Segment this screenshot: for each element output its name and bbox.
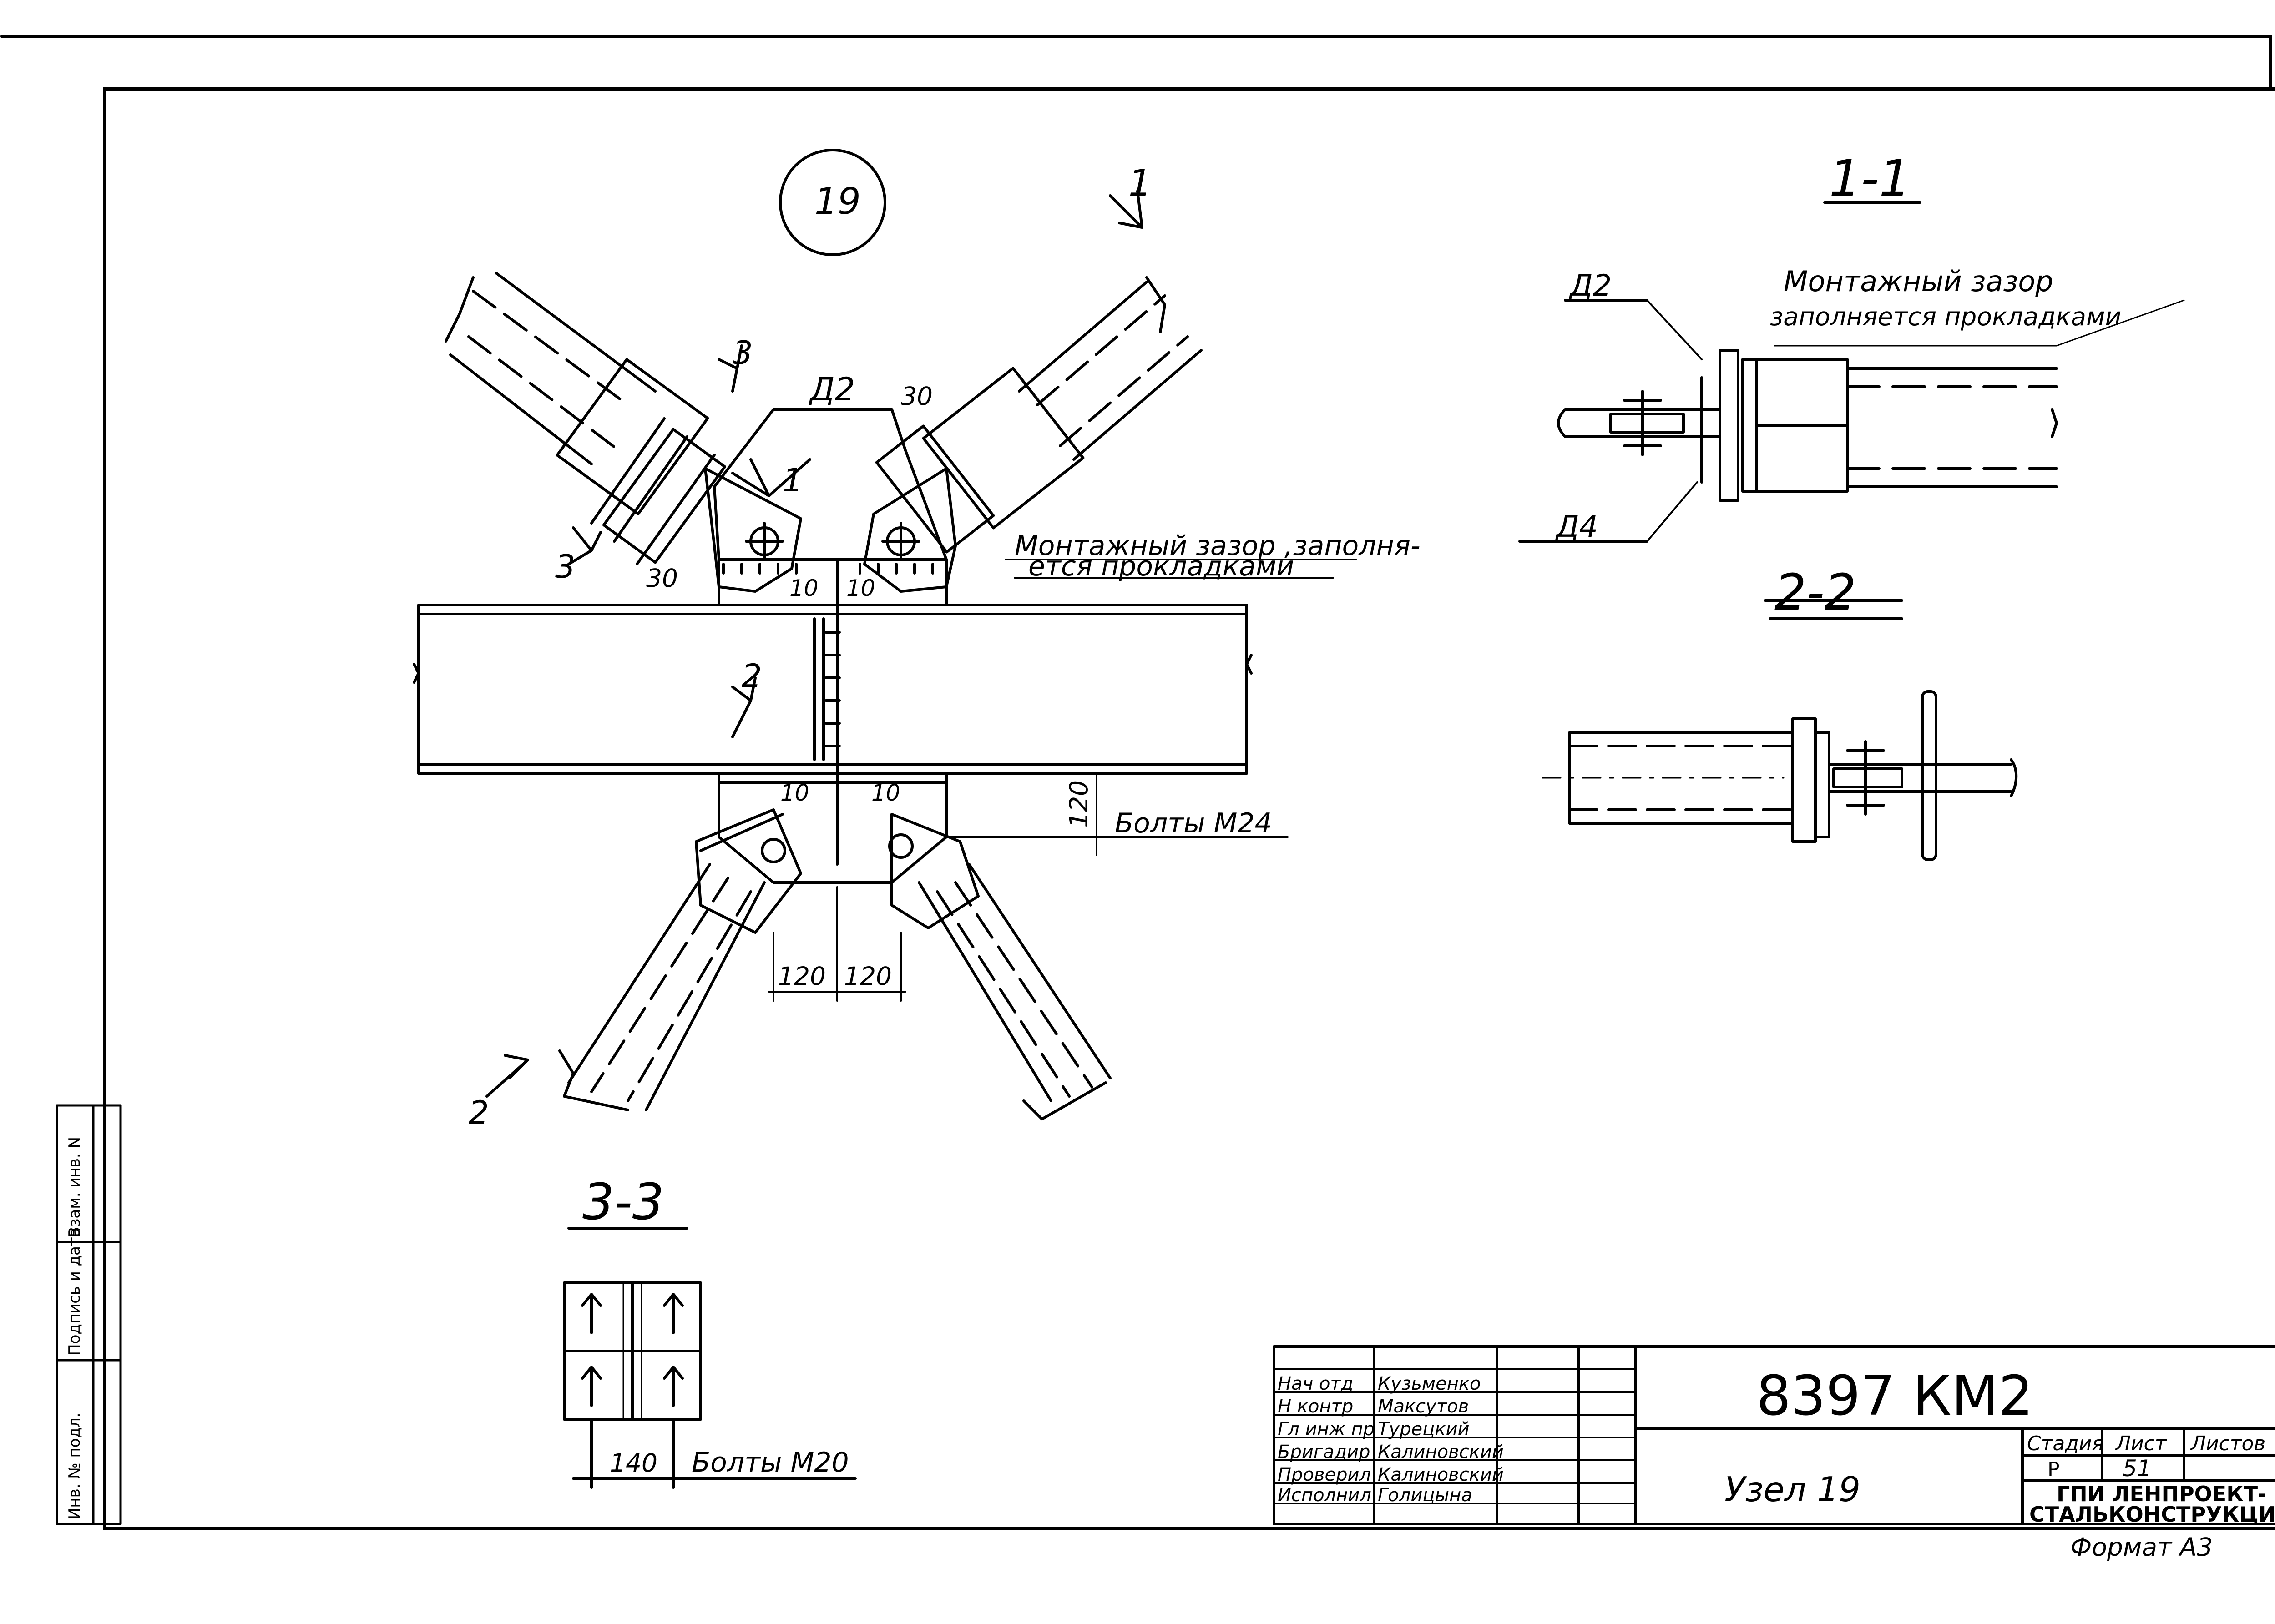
- name-6: Голицына: [1378, 1485, 1472, 1506]
- section-3-3-title: 3-3: [582, 1173, 664, 1231]
- node-marker-circle: [779, 149, 886, 256]
- lower-left-brace: [558, 808, 802, 1111]
- section-mark-2-mid: 2: [742, 657, 762, 695]
- upper-left-ear: [704, 467, 802, 593]
- title-block-grid: [1273, 1345, 2275, 1525]
- drawing-designation: 8397 КМ2: [1756, 1365, 2033, 1428]
- dim-30-a: 30: [901, 382, 933, 411]
- texts: 64 19 1 3 3 1 2 2 Д2 Монтажный зазор ,за…: [66, 149, 2275, 1562]
- sheets-header: Листов: [2190, 1432, 2265, 1455]
- role-4: Бригадир: [1278, 1442, 1370, 1463]
- node-marker-label: 19: [814, 180, 861, 222]
- role-2: Н контр: [1278, 1396, 1353, 1417]
- section-1-1-drawing: [1518, 201, 2185, 602]
- section-3-3-drawing: [563, 1227, 857, 1489]
- name-1: Кузьменко: [1378, 1373, 1481, 1394]
- bolts-m24-note: Болты М24: [1115, 807, 1272, 839]
- dim-10-a: 10: [789, 575, 819, 601]
- sheet-frame: [0, 35, 2275, 1530]
- main-beam: [413, 604, 1253, 775]
- role-3: Гл инж пр: [1278, 1419, 1375, 1440]
- dim-140: 140: [610, 1448, 657, 1478]
- section-1-1-d2: Д2: [1568, 269, 1612, 303]
- left-stamp-cell-1: Инв. № подл.: [66, 1412, 84, 1519]
- sheet-value: 51: [2123, 1455, 2152, 1482]
- stage-header: Стадия: [2027, 1432, 2104, 1455]
- gusset-d2-label: Д2: [809, 371, 855, 408]
- dim-120-right: 120: [844, 962, 892, 991]
- org-line2: СТАЛЬКОНСТРУКЦИЯ: [2029, 1502, 2275, 1527]
- web-weld: [813, 558, 841, 866]
- dim-10-b: 10: [846, 575, 875, 601]
- role-5: Проверил: [1278, 1464, 1371, 1485]
- dim-10-c: 10: [780, 780, 809, 806]
- org-line1: ГПИ ЛЕНПРОЕКТ-: [2057, 1482, 2266, 1506]
- dim-10-d: 10: [871, 780, 900, 806]
- upper-left-brace: [445, 272, 727, 565]
- role-1: Нач отд: [1278, 1373, 1353, 1394]
- name-3: Турецкий: [1378, 1419, 1469, 1440]
- section-2-2-title: 2-2: [1774, 563, 1856, 621]
- section-1-1-note-line1: Монтажный зазор: [1784, 265, 2053, 298]
- name-5: Калиновский: [1378, 1464, 1504, 1485]
- name-2: Максутов: [1378, 1396, 1469, 1417]
- node-view: [413, 149, 1357, 1120]
- upper-right-brace: [875, 276, 1203, 554]
- section-2-2-drawing: [1542, 617, 2018, 861]
- section-mark-1-top: 1: [1128, 162, 1152, 204]
- gap-note-line1: Монтажный зазор ,заполня-: [1015, 530, 1421, 562]
- dim-120-left: 120: [778, 962, 826, 991]
- dim-120-vertical: 120: [1064, 780, 1093, 828]
- upper-right-ear: [863, 467, 957, 593]
- section-1-1-title: 1-1: [1829, 149, 1911, 207]
- lower-gusset: [718, 772, 948, 884]
- stage-value: Р: [2048, 1458, 2060, 1481]
- section-mark-2-bottom: 2: [469, 1094, 489, 1131]
- left-stamp-cell-2: Подпись и дата: [66, 1227, 84, 1356]
- section-mark-3-left: 3: [555, 548, 576, 585]
- cut-marks: [485, 190, 1143, 1098]
- sheet-header: Лист: [2115, 1432, 2167, 1455]
- bolts-m20-note: Болты М20: [692, 1447, 849, 1478]
- section-mark-3-top: 3: [733, 334, 753, 372]
- role-6: Исполнил: [1278, 1485, 1371, 1506]
- section-mark-1-mid: 1: [783, 462, 803, 499]
- format-label: Формат А3: [2070, 1533, 2213, 1562]
- gap-note-line2: ется прокладками: [1028, 550, 1294, 582]
- left-stamp-cell-3: Взам. инв. N: [66, 1137, 84, 1237]
- name-4: Калиновский: [1378, 1442, 1504, 1463]
- section-1-1-note-line2: заполняется прокладками: [1770, 302, 2121, 331]
- drawing-title: Узел 19: [1724, 1469, 1860, 1509]
- dimension-lines: [768, 559, 1357, 1002]
- section-1-1-d4: Д4: [1555, 510, 1598, 544]
- lower-right-brace: [888, 813, 1112, 1120]
- left-stamp: [56, 1104, 122, 1525]
- dim-30-b: 30: [646, 564, 678, 593]
